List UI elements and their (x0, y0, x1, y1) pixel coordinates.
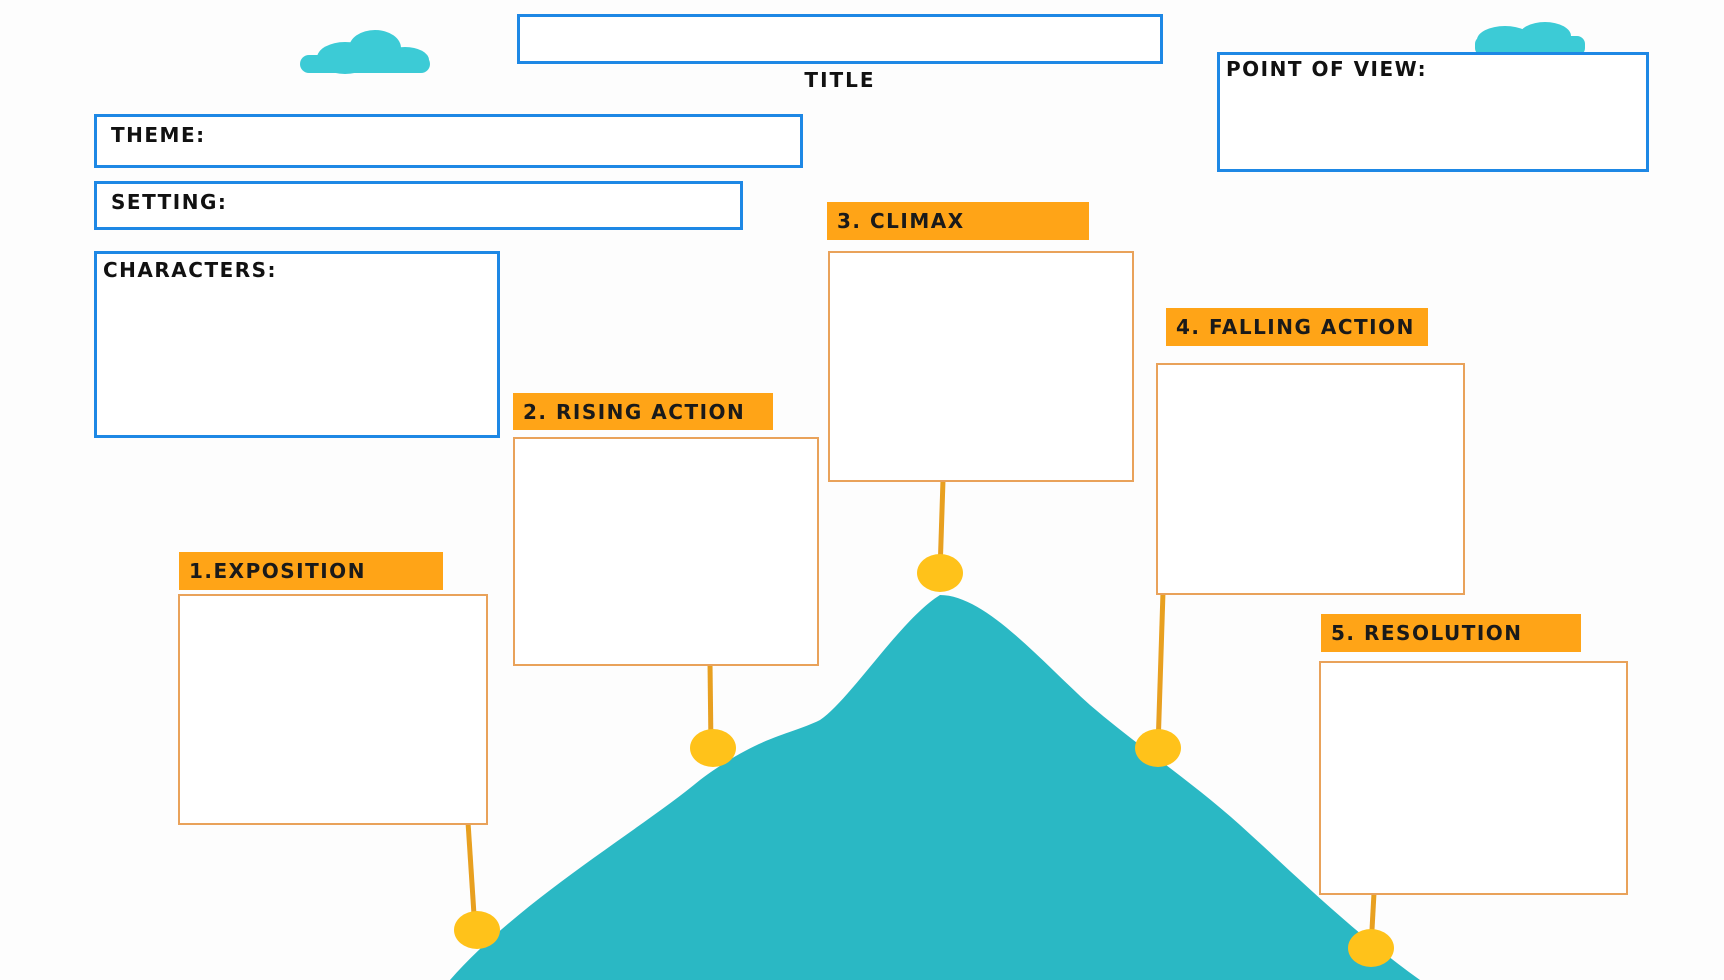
title-caption: TITLE (804, 68, 876, 92)
falling-action-tag: 4. FALLING ACTION (1166, 308, 1428, 346)
characters-label: CHARACTERS: (103, 258, 278, 282)
title-box[interactable] (517, 14, 1163, 64)
theme-box[interactable]: THEME: (94, 114, 803, 168)
climax-box[interactable] (828, 251, 1134, 482)
point-of-view-box[interactable]: POINT OF VIEW: (1217, 52, 1649, 172)
exposition-box[interactable] (178, 594, 488, 825)
rising-action-tag: 2. RISING ACTION (513, 393, 773, 430)
resolution-box[interactable] (1319, 661, 1628, 895)
falling-action-box[interactable] (1156, 363, 1465, 595)
rising-action-node (690, 729, 736, 767)
cloud-left-icon (300, 30, 430, 74)
climax-node (917, 554, 963, 592)
setting-box[interactable]: SETTING: (94, 181, 743, 230)
resolution-tag: 5. RESOLUTION (1321, 614, 1581, 652)
climax-tag: 3. CLIMAX (827, 202, 1089, 240)
characters-box[interactable]: CHARACTERS: (94, 251, 500, 438)
plot-mountain (450, 595, 1420, 980)
exposition-node (454, 911, 500, 949)
exposition-tag: 1.EXPOSITION (179, 552, 443, 590)
falling-action-stem (1155, 591, 1166, 749)
point-of-view-label: POINT OF VIEW: (1226, 57, 1428, 81)
cloud-right-icon (1475, 22, 1585, 56)
setting-label: SETTING: (111, 190, 228, 214)
rising-action-box[interactable] (513, 437, 819, 666)
theme-label: THEME: (111, 123, 206, 147)
falling-action-node (1135, 729, 1181, 767)
resolution-node (1348, 929, 1394, 967)
